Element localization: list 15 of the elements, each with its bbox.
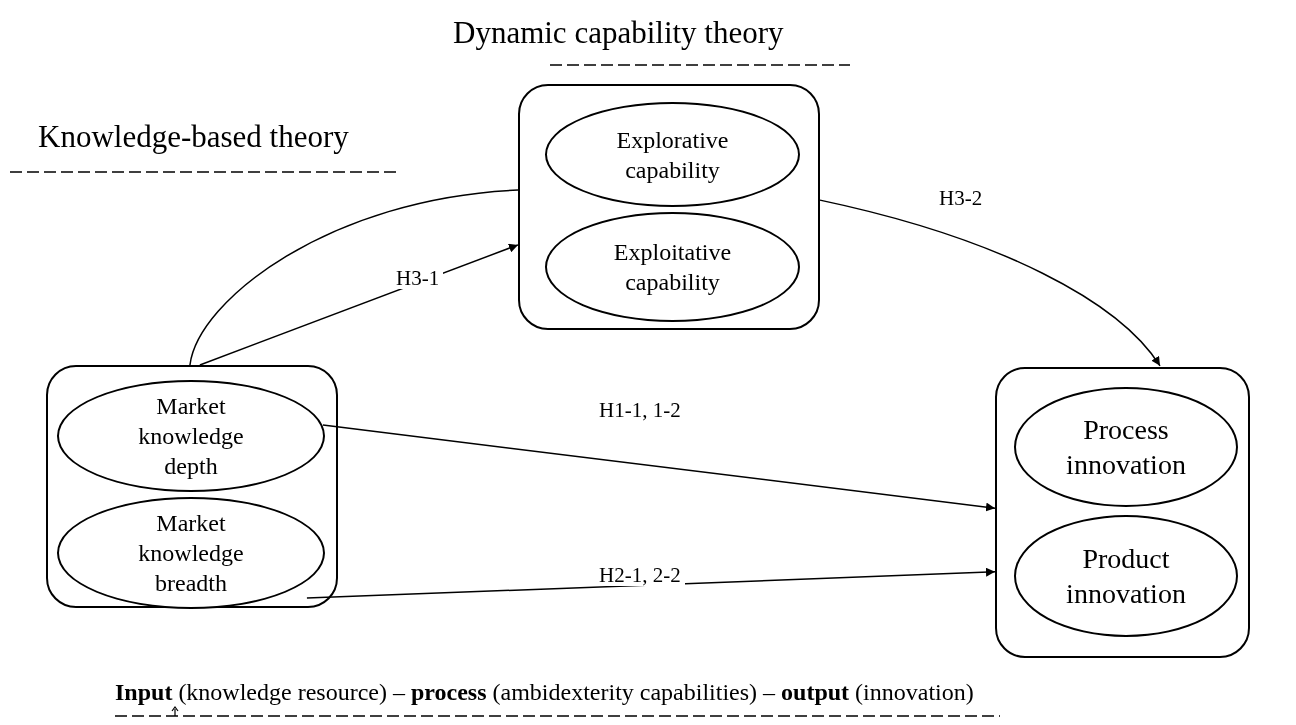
node-text: Product innovation bbox=[1065, 542, 1187, 611]
arrow bbox=[322, 424, 996, 512]
theory-label: Dynamic capability theory bbox=[453, 14, 784, 52]
group-box bbox=[995, 367, 1250, 658]
caption: Input (knowledge resource) – process (ambidexterity capabilities) – output (innovation) bbox=[115, 678, 974, 707]
group-box bbox=[46, 365, 338, 608]
node-text: Exploitative capability bbox=[612, 238, 733, 297]
node-text: Explorative capability bbox=[615, 125, 730, 185]
arrow bbox=[819, 199, 1161, 367]
node-text: Process innovation bbox=[1065, 413, 1187, 482]
node-text: Market knowledge depth bbox=[137, 392, 245, 481]
arrow bbox=[306, 567, 996, 599]
node-text: Market knowledge breadth bbox=[137, 509, 245, 598]
theory-label: Knowledge-based theory bbox=[38, 118, 349, 156]
group-box bbox=[518, 84, 820, 330]
